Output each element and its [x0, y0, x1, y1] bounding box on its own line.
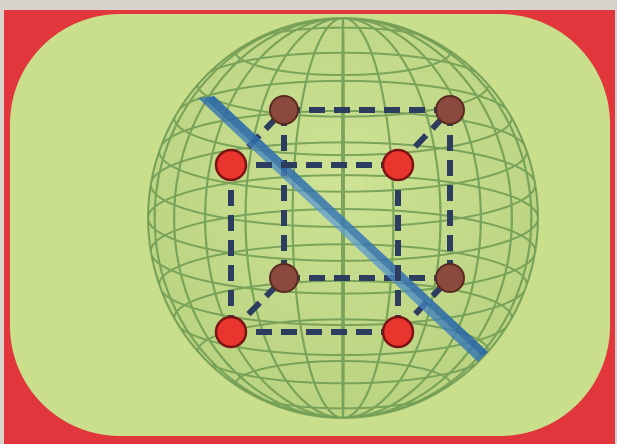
cube-vertex [436, 264, 464, 292]
cube-vertex [436, 96, 464, 124]
cube-vertex [216, 150, 246, 180]
cube-vertex [270, 264, 298, 292]
cube-vertex [383, 150, 413, 180]
cube-vertex [383, 317, 413, 347]
cube-vertex [216, 317, 246, 347]
cube-vertex [270, 96, 298, 124]
